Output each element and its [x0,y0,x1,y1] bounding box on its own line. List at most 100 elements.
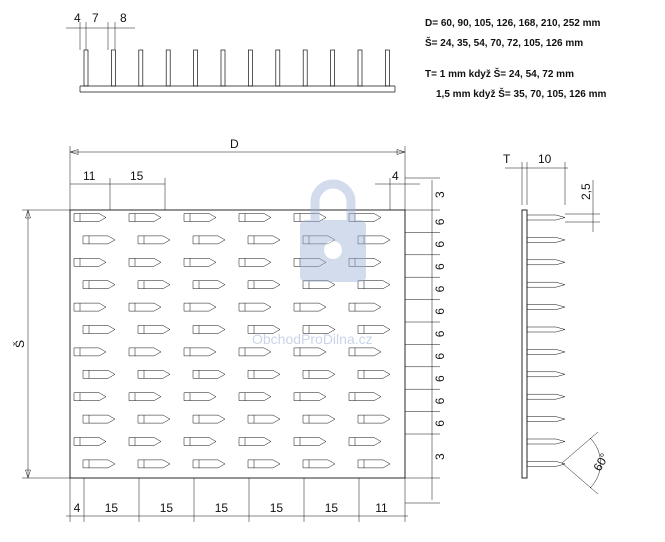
top-view-tooth [220,49,226,87]
plate-tooth [293,437,327,446]
plate-tooth [192,414,226,424]
plate-tooth [238,437,272,446]
plate-tooth [348,302,382,312]
plate-tooth [82,414,116,424]
top-view-teeth [83,49,390,87]
top-view-tooth [357,49,363,87]
side-view-tooth [526,259,566,266]
right-dim-label: 6 [433,308,447,315]
label-t: T [503,152,511,166]
plate-tooth [192,325,226,334]
plate-tooth [192,370,226,379]
right-dim-label: 6 [433,285,447,292]
plate-tooth [183,258,217,267]
plate-tooth [302,280,336,289]
dim-2-5-side: 2,5 [579,183,593,200]
plate-teeth [73,213,391,469]
plate-tooth [302,459,336,469]
bottom-dim-label: 4 [74,501,81,515]
plate-tooth [357,280,391,289]
dim-15-top: 15 [130,169,144,183]
nail-plate [69,209,406,479]
side-view-tooth [526,281,566,288]
plate-tooth [73,392,107,401]
plate-tooth [183,347,217,357]
plate-tooth [357,325,391,334]
plate-tooth [357,235,391,245]
angle-60: 60° [590,451,611,474]
plate-tooth [183,302,217,312]
plate-tooth [293,347,327,357]
plate-tooth [247,459,281,469]
top-view-tooth [111,49,116,87]
notes: D= 60, 90, 105, 126, 168, 210, 252 mm Š=… [425,18,606,100]
plate-tooth [73,437,107,446]
plate-tooth [247,325,281,334]
plate-tooth [192,280,226,289]
dim-7-top-view: 7 [92,11,99,25]
top-view-tooth [302,49,308,87]
note-t-line2: 1,5 mm když Š= 35, 70, 105, 126 mm [436,87,606,100]
right-dim-label: 6 [433,263,447,270]
right-dim-label: 3 [433,453,447,460]
right-dim-label: 6 [433,353,447,360]
side-view-tooth [526,237,566,243]
plate-tooth [82,370,116,379]
right-dim-label: 6 [433,420,447,427]
note-d-values: D= 60, 90, 105, 126, 168, 210, 252 mm [425,18,601,29]
dim-10-side: 10 [538,152,552,166]
dim-11-top: 11 [83,169,96,183]
side-view-tooth [526,416,566,422]
dim-4-top: 4 [392,169,399,183]
plate-tooth [128,437,162,446]
right-dim-label: 6 [433,330,447,337]
top-view-tooth [138,49,144,87]
label-s: Š [12,340,27,348]
plate-tooth [183,392,217,401]
dim-4-top-view: 4 [74,11,81,25]
plate-tooth [137,414,171,424]
plate-tooth [293,392,327,401]
right-dim-label: 6 [433,218,447,225]
bottom-dim-label: 15 [215,501,229,515]
side-view-tooth [526,349,566,355]
top-view-tooth [165,49,171,87]
top-view-tooth [275,49,281,87]
note-t-line1: T= 1 mm když Š= 24, 54, 72 mm [425,67,574,80]
watermark-lock-icon [300,179,366,282]
plate-tooth [293,302,327,312]
plate-tooth [192,459,226,469]
bottom-dim-label: 11 [375,501,388,515]
side-view: T 10 2,5 60° [503,152,612,495]
right-dim-label: 6 [433,375,447,382]
plate-tooth [348,347,382,357]
bottom-dim-label: 15 [160,501,174,515]
right-dim-label: 6 [433,397,447,404]
plate-tooth [128,213,162,222]
side-view-tooth [526,393,566,400]
top-view-tooth [385,49,390,87]
dim-8-top-view: 8 [120,11,127,25]
plate-tooth [357,414,391,424]
watermark: ObchodProDilna.cz [252,179,373,347]
plate-tooth [348,213,382,222]
side-view-tooth [526,461,566,467]
plate-tooth [73,347,107,357]
plate-tooth [137,325,171,334]
plate-tooth [73,213,107,222]
side-view-tooth [526,214,566,221]
note-s-values: Š= 24, 35, 54, 70, 72, 105, 126 mm [425,36,583,49]
plate-tooth [348,258,382,267]
top-view-tooth [193,49,198,87]
plate-tooth [128,258,162,267]
plate-tooth [302,325,336,334]
plate-tooth [82,235,116,245]
plate-tooth [348,437,382,446]
right-dim-label: 6 [433,241,447,248]
plate-tooth [247,235,281,245]
plate-tooth [247,370,281,379]
side-view-tooth [526,371,566,378]
plate-tooth [302,414,336,424]
